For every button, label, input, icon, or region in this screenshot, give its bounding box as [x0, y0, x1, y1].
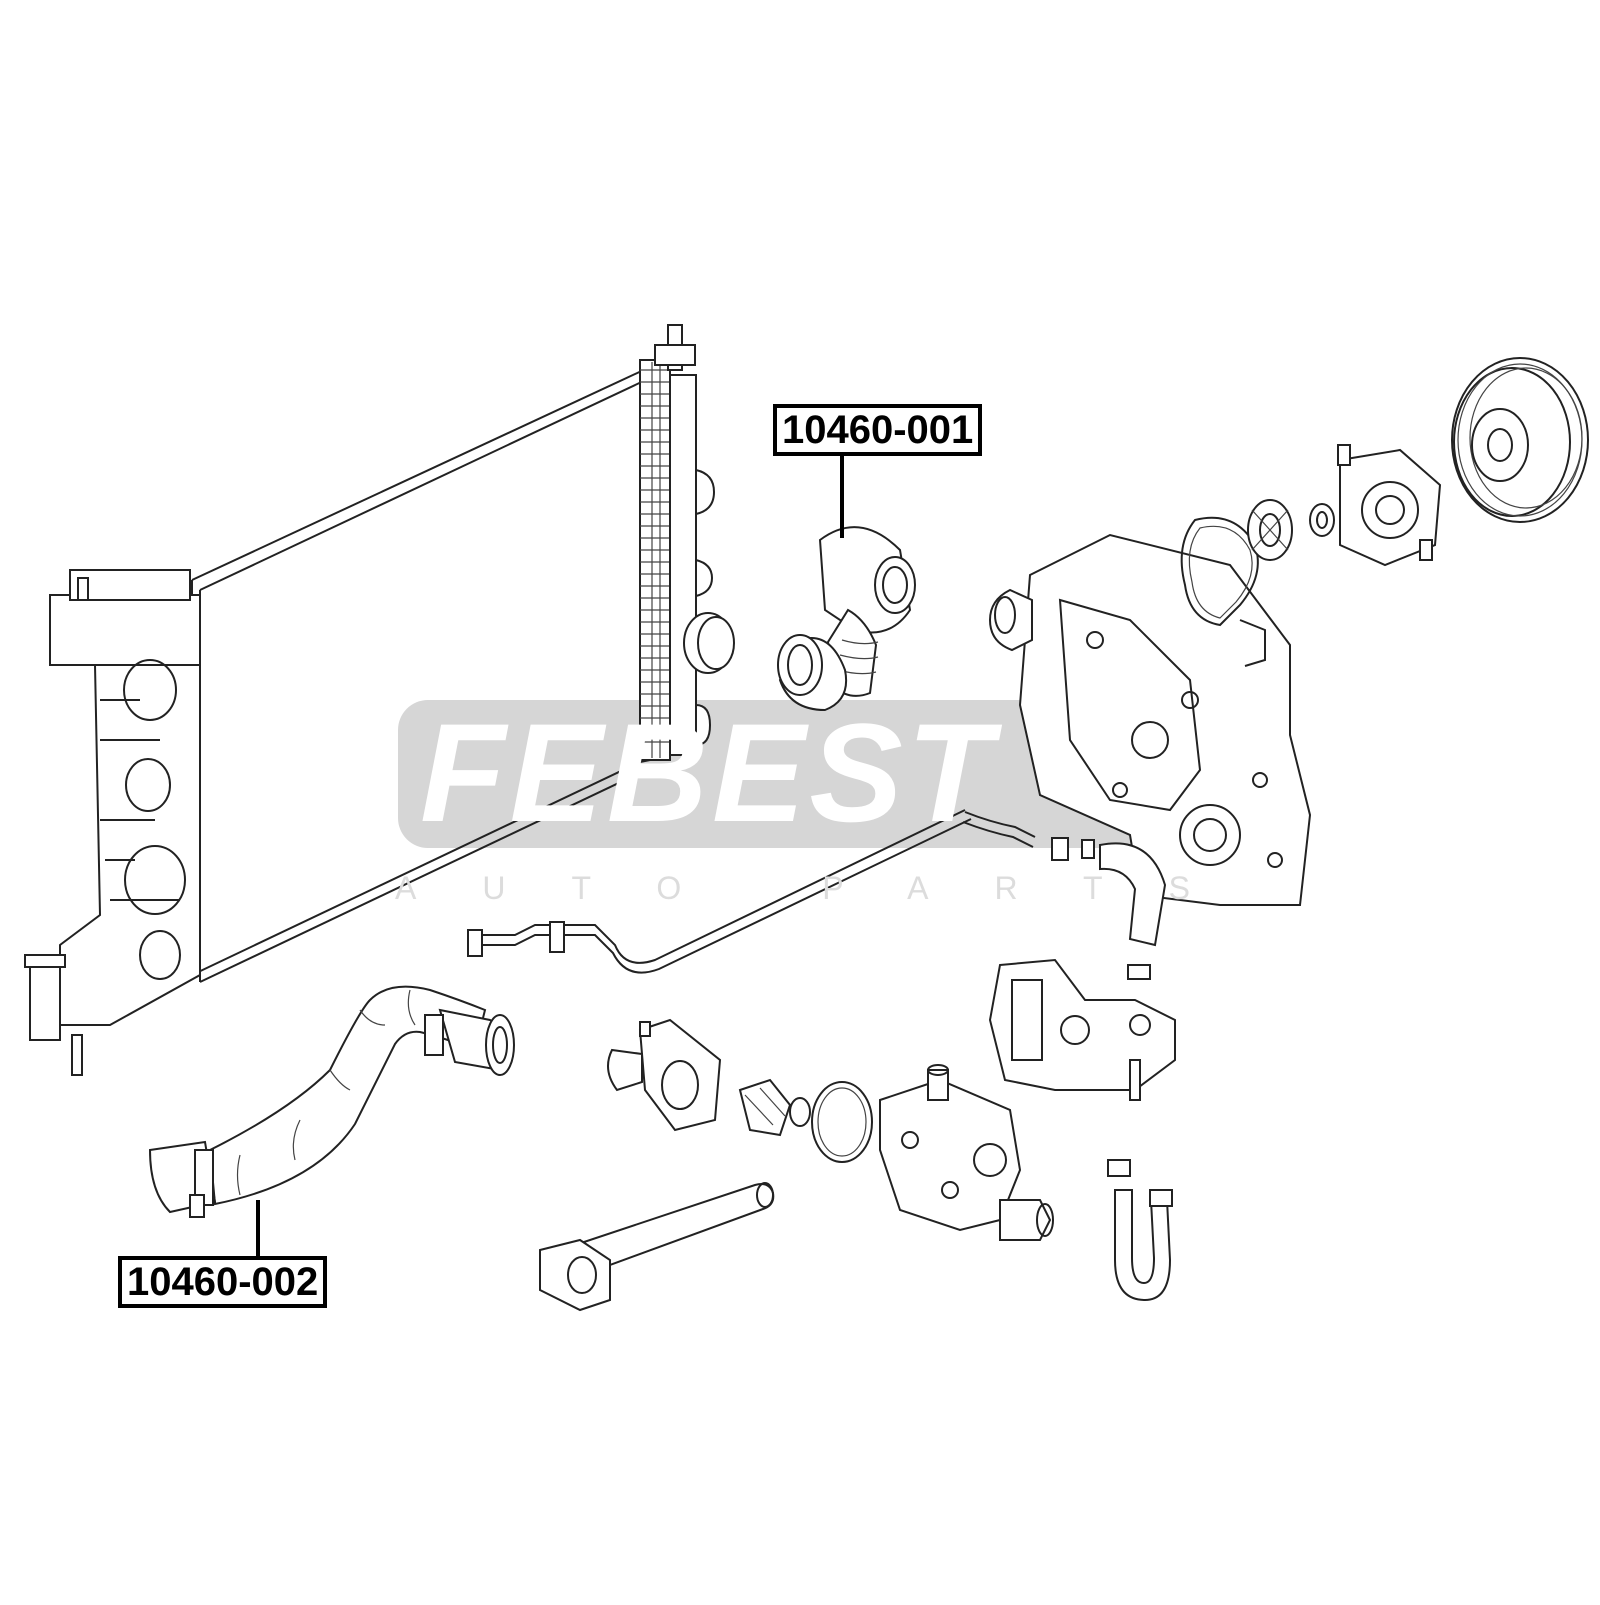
o-ring	[1180, 516, 1259, 627]
coolant-hose-upper	[777, 456, 916, 712]
pump-bearing	[1247, 499, 1293, 561]
coolant-hose-lower	[148, 985, 515, 1256]
bypass-pipe	[467, 809, 1095, 974]
part-label-10460-002: 10460-002	[118, 1256, 328, 1308]
watermark-brand: FEBEST	[420, 698, 997, 851]
thermostat-gasket	[811, 1081, 873, 1163]
radiator-fins	[640, 369, 670, 743]
watermark-subtitle: AUTO PARTS	[395, 870, 1215, 906]
thermostat-housing	[879, 1064, 1054, 1241]
thermostat-housing-right	[988, 958, 1176, 1101]
watermark-banner	[398, 700, 1190, 848]
lower-pipe	[539, 1182, 775, 1312]
u-hose	[1107, 1159, 1173, 1302]
part-label-10460-001: 10460-001	[773, 404, 983, 456]
thermostat	[738, 1078, 811, 1137]
thermostat-cover	[607, 1018, 722, 1132]
pump-pulley	[1451, 357, 1589, 523]
pump-seal	[1309, 503, 1335, 537]
radiator	[24, 324, 735, 1076]
engine-front-cover	[988, 533, 1312, 906]
small-hose	[1099, 842, 1167, 980]
water-pump	[1337, 444, 1442, 567]
